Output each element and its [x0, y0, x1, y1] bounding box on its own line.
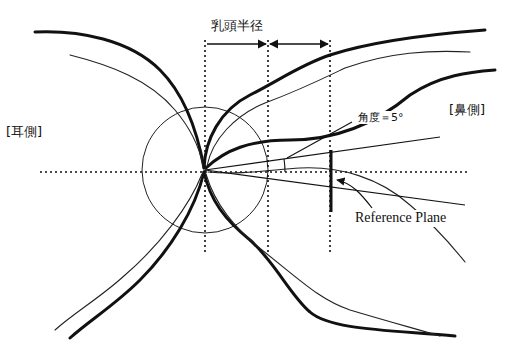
plane-label: Reference Plane	[353, 210, 448, 227]
reference-pointer	[337, 180, 372, 208]
side-label: [鼻側]	[447, 102, 487, 118]
guide-lines	[40, 40, 470, 255]
angle-lines	[205, 122, 465, 205]
vessels-thin	[55, 51, 470, 336]
angle-label: 角度＝5°	[356, 111, 406, 124]
dimension-label: 乳頭半径	[209, 18, 265, 34]
radius-arrows	[207, 43, 328, 44]
vessels-thick	[35, 30, 495, 338]
reference-plane-line	[330, 150, 333, 212]
side-label: [耳側]	[4, 124, 44, 140]
